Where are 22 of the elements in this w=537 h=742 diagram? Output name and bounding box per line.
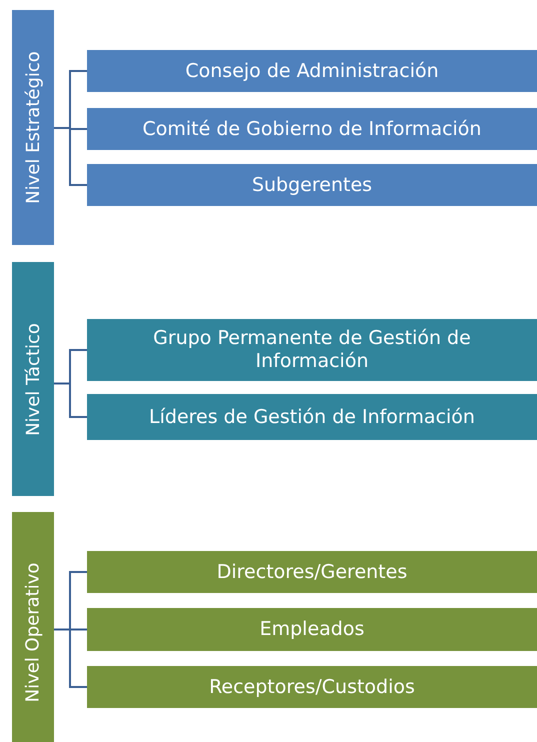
role-label: Líderes de Gestión de Información [149, 406, 475, 428]
role-box [87, 50, 537, 92]
role-label: Grupo Permanente de Gestión de Información [152, 327, 472, 373]
role-label: Comité de Gobierno de Información [142, 118, 482, 140]
role-label: Subgerentes [252, 174, 372, 196]
role-box [87, 666, 537, 708]
role-box [87, 164, 537, 206]
level-label: Nivel Operativo [22, 562, 44, 702]
level-label: Nivel Táctico [22, 322, 44, 436]
role-box [87, 394, 537, 440]
role-box [87, 108, 537, 150]
role-label: Directores/Gerentes [216, 560, 408, 584]
role-label: Empleados [260, 618, 364, 641]
role-label: Consejo de Administración [185, 60, 439, 82]
role-box [87, 551, 537, 593]
level-label: Nivel Estratégico [22, 51, 44, 204]
role-box [87, 319, 537, 381]
role-label: Receptores/Custodios [209, 676, 415, 698]
level-bar [12, 10, 54, 245]
level-bar [12, 512, 54, 742]
role-box [87, 608, 537, 651]
level-bar [12, 262, 54, 496]
